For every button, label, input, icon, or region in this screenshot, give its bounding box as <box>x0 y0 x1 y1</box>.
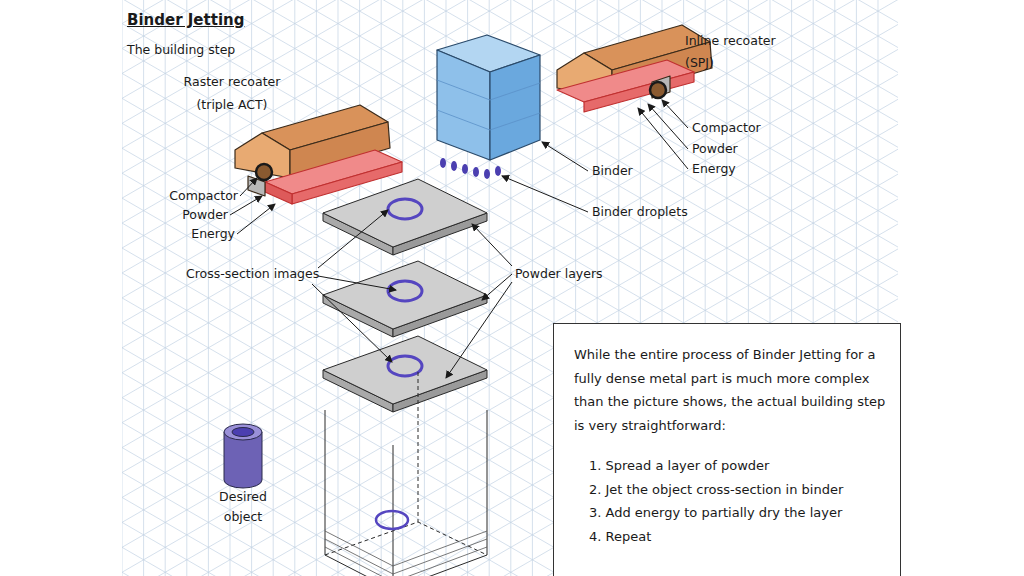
grid-line <box>122 0 898 247</box>
part-label: Binder <box>592 161 633 181</box>
part-label: Energy <box>692 159 736 179</box>
part-label: Cross-section images <box>186 264 319 284</box>
part-label: Compactor <box>692 118 761 138</box>
raster-recoater <box>235 105 402 204</box>
step-item: 3. Add energy to partially dry the layer <box>589 501 894 525</box>
step-item: 4. Repeat <box>589 525 894 549</box>
part-label: Desired object <box>205 487 281 527</box>
grid-line <box>122 0 898 373</box>
part-label: Binder droplets <box>592 202 688 222</box>
part-label: Energy <box>155 224 235 244</box>
grid-line <box>122 0 898 172</box>
note-box: While the entire process of Binder Jetti… <box>553 323 901 576</box>
part-label: The building step <box>127 40 235 60</box>
grid-line <box>122 24 898 472</box>
part-label: Powder layers <box>515 264 603 284</box>
step-item: 1. Spread a layer of powder <box>589 454 894 478</box>
grid-line <box>122 124 898 572</box>
part-label: Inline recoater (SPJ) <box>685 30 790 74</box>
grid-line <box>122 0 898 197</box>
powder-layers <box>323 179 487 412</box>
part-label: Raster recoater (triple ACT) <box>176 70 288 116</box>
note-text: While the entire process of Binder Jetti… <box>574 343 892 437</box>
part-label: Compactor <box>158 186 238 206</box>
grid-line <box>122 0 898 248</box>
grid-line <box>122 0 898 447</box>
compactor-roller <box>256 164 272 180</box>
grid-line <box>122 24 898 472</box>
grid-line <box>122 0 898 223</box>
grid-paper <box>122 0 898 576</box>
grid-line <box>122 0 898 73</box>
grid-line <box>122 0 898 72</box>
grid-line <box>122 173 898 576</box>
grid-line <box>122 0 898 297</box>
binder-droplets <box>440 158 501 179</box>
grid-line <box>122 0 123 576</box>
build-box <box>325 372 487 576</box>
powder-layer <box>323 261 487 337</box>
step-item: 2. Jet the object cross-section in binde… <box>589 478 894 502</box>
part-label: Powder <box>692 139 738 159</box>
grid-line <box>122 0 898 448</box>
grid-line <box>122 0 898 323</box>
grid-line <box>122 0 898 298</box>
grid-line <box>338 0 339 576</box>
grid-line <box>122 0 898 198</box>
compactor-roller <box>650 82 666 98</box>
grid-line <box>122 0 898 273</box>
grid-line <box>294 0 295 576</box>
desired-object <box>224 424 262 488</box>
diagram-title: Binder Jetting <box>127 11 244 29</box>
powder-layer <box>323 336 487 412</box>
grid-line <box>122 0 898 222</box>
binder-head <box>437 35 540 160</box>
grid-line <box>165 0 166 576</box>
part-label: Powder <box>148 205 228 225</box>
grid-line <box>122 174 898 576</box>
